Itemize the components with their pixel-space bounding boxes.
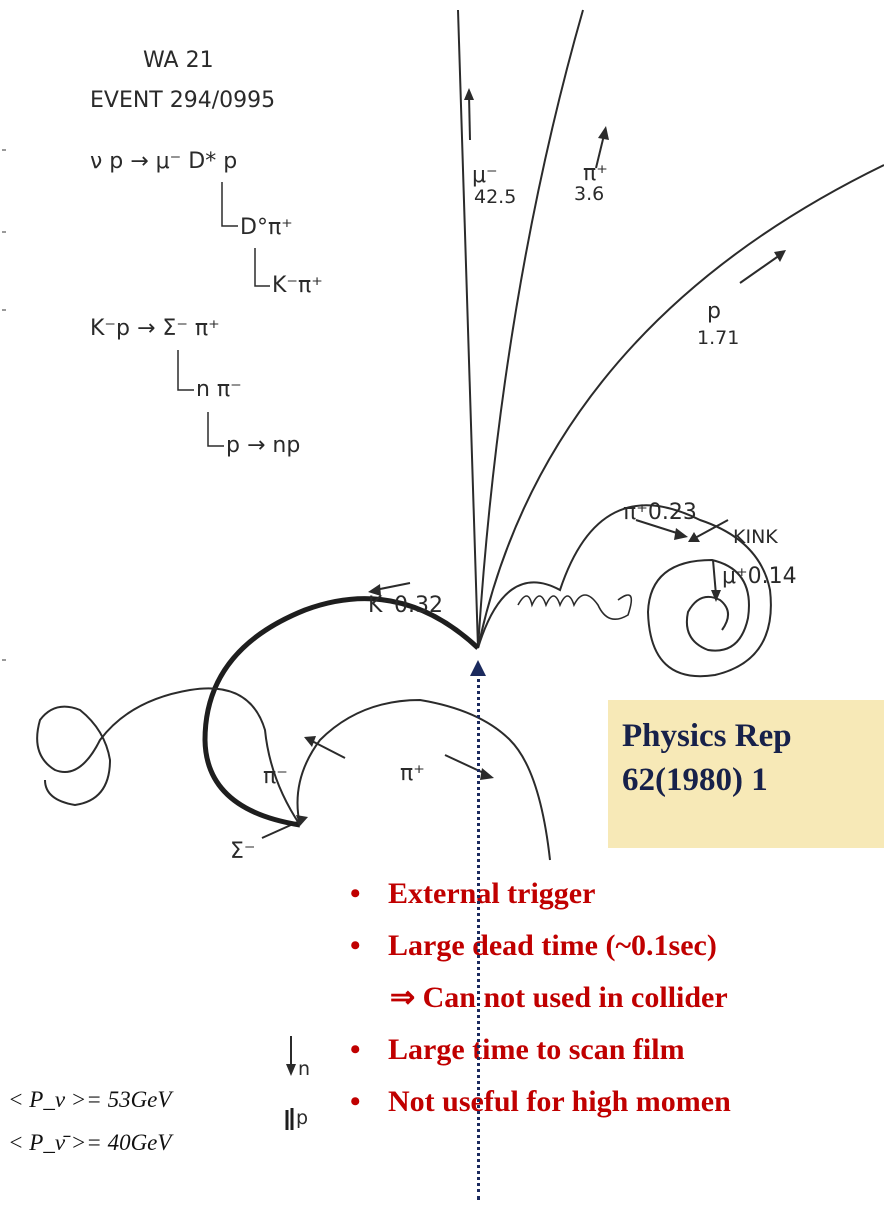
proton-stub-mark: [285, 1108, 294, 1130]
bullet-item: • External trigger: [350, 868, 884, 920]
muon-spiral-label: μ⁺0.14: [722, 564, 797, 589]
muon-label: μ⁻: [472, 163, 498, 188]
decay-bracket-4: [207, 412, 224, 447]
pion-plus-label: π⁺: [400, 761, 425, 786]
reference-line-1: Physics Rep: [622, 718, 792, 754]
bullet-dot: •: [350, 929, 361, 962]
bullet-dot: •: [350, 1033, 361, 1066]
bullet-item: • Large dead time (~0.1sec): [350, 920, 884, 972]
bullet-item: • Not useful for high momen: [350, 1076, 884, 1128]
reference-line-2: 62(1980) 1: [622, 762, 768, 798]
reaction-1: ν p → μ⁻ D* p: [90, 149, 237, 174]
bullet-text: External trigger: [388, 877, 596, 910]
pion-up-label: π⁺: [583, 161, 608, 186]
pion-spiral-label: π⁺0.23: [623, 500, 697, 525]
muon-track: [457, 9, 479, 649]
bullet-subtext: ⇒ Can not used in collider: [390, 981, 728, 1014]
sigma-label: Σ⁻: [230, 839, 256, 864]
bullet-subitem: ⇒ Can not used in collider: [350, 972, 884, 1024]
pion-up-track: [477, 9, 584, 649]
bullet-item: • Large time to scan film: [350, 1024, 884, 1076]
reaction-1-step-1: D°π⁺: [240, 215, 293, 240]
muon-momentum: 42.5: [474, 186, 516, 208]
pion-plus-track: [296, 698, 551, 861]
proton-track: [477, 164, 884, 649]
trigger-arrow-head: [470, 660, 486, 676]
decay-bracket-1: [221, 182, 238, 227]
proton-small-label: p: [296, 1107, 308, 1129]
proton-label: p: [707, 299, 721, 324]
bullet-dot: •: [350, 877, 361, 910]
reaction-2: K⁻p → Σ⁻ π⁺: [90, 316, 220, 341]
reaction-1-step-2: K⁻π⁺: [272, 273, 323, 298]
neutron-label: n: [298, 1058, 310, 1080]
experiment-title: WA 21: [143, 48, 214, 73]
pion-minus-label: π⁻: [263, 764, 288, 789]
bullet-text: Large dead time (~0.1sec): [388, 929, 717, 962]
pion-minus-track: [36, 687, 301, 826]
reaction-2-step-1: n π⁻: [196, 377, 242, 402]
event-id: EVENT 294/0995: [90, 88, 275, 113]
decay-bracket-3: [177, 350, 194, 391]
bullet-text: Not useful for high momen: [388, 1085, 731, 1118]
kaon-track: [202, 596, 480, 828]
scan-edge-marks: [2, 149, 6, 661]
kink-label: KINK: [733, 526, 778, 548]
reaction-2-step-2: p → np: [226, 433, 300, 458]
proton-momentum: 1.71: [697, 327, 739, 349]
nu-momentum-note: < P_ν >= 53GeV: [8, 1087, 174, 1112]
bullet-text: Large time to scan film: [388, 1033, 685, 1066]
decay-bracket-2: [254, 248, 270, 287]
pion-spiral-track: [477, 504, 772, 678]
trigger-dotted-line: [477, 672, 480, 1200]
pion-up-momentum: 3.6: [574, 183, 604, 205]
reference-callout: Physics Rep 62(1980) 1: [608, 700, 884, 848]
limitations-list: • External trigger • Large dead time (~0.1…: [350, 868, 884, 1128]
curling-delta-track: [517, 594, 633, 621]
kaon-label: K⁻0.32: [368, 593, 443, 618]
nubar-momentum-note: < P_ν̄ >= 40GeV: [8, 1130, 174, 1155]
bullet-dot: •: [350, 1085, 361, 1118]
